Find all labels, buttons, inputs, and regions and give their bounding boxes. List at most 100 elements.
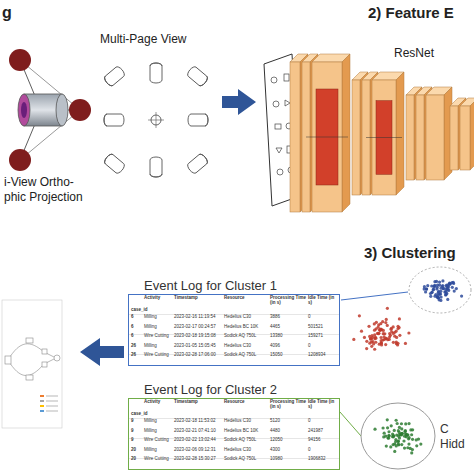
data-point: [426, 284, 429, 287]
data-point: [370, 345, 373, 348]
camera-rig: [9, 49, 31, 71]
camera-rig: [21, 102, 27, 118]
data-point: [401, 432, 404, 435]
conv-block: [366, 72, 404, 195]
data-point: [383, 332, 386, 335]
data-point: [406, 446, 409, 449]
data-point: [381, 320, 384, 323]
table-cell: case_id: [131, 308, 148, 313]
data-point: [371, 340, 374, 343]
process-map: [46, 411, 58, 412]
data-point: [386, 426, 389, 429]
data-point: [358, 314, 361, 317]
process-map: [54, 355, 60, 361]
data-point: [373, 348, 376, 351]
data-point: [438, 280, 441, 283]
table-cell: 0: [308, 419, 311, 424]
panel-caption: Multi-Page View: [100, 33, 186, 47]
camera-rig: [9, 49, 91, 171]
data-point: [452, 282, 455, 285]
data-point: [398, 317, 401, 320]
data-point: [444, 291, 447, 294]
data-point: [389, 445, 392, 448]
table-cell: 94156: [308, 438, 321, 443]
view-grid: [186, 153, 209, 175]
table-cell: 26: [131, 344, 136, 349]
data-point: [400, 443, 403, 446]
conv-block: [460, 106, 470, 170]
table-cell: 20: [131, 448, 136, 453]
data-point: [424, 290, 427, 293]
process-map: [46, 396, 58, 397]
process-map: [5, 356, 11, 364]
data-point: [423, 285, 426, 288]
input-page: [271, 77, 277, 83]
data-point: [415, 438, 418, 441]
process-map: [46, 401, 58, 402]
data-point: [377, 332, 380, 335]
table-cell: 6: [131, 315, 134, 320]
panel-caption: i-View Ortho-: [4, 176, 74, 190]
conv-block: [470, 98, 474, 170]
table-cell: 241987: [308, 429, 323, 434]
conv-block: [396, 72, 404, 195]
table-cell: 9: [131, 429, 134, 434]
table-cell: 2023-02-06 09:12:31: [174, 448, 216, 453]
input-page: [275, 124, 281, 129]
table-cell: 2023-02-28 17:06:00: [174, 353, 216, 358]
table-cell: Hedelius C30: [224, 315, 251, 320]
table-cell: 0: [308, 344, 311, 349]
conv-block: [306, 54, 350, 212]
data-point: [446, 298, 449, 301]
table-cell: Wire Cutting: [144, 334, 169, 339]
data-point: [404, 422, 407, 425]
cluster-outline: [361, 403, 435, 469]
data-point: [433, 284, 436, 287]
data-point: [368, 342, 371, 345]
data-point: [410, 451, 413, 454]
cluster-points: [352, 279, 463, 351]
table-cell: 1906832: [308, 457, 326, 462]
table-header: Timestamp: [174, 400, 223, 405]
cluster-ellipse-shape: [358, 398, 474, 474]
table-cell: 4480: [270, 429, 280, 434]
process-map: [26, 375, 33, 380]
data-point: [373, 428, 376, 431]
data-point: [439, 299, 442, 302]
process-map: [42, 362, 47, 367]
table-cell: Sodick AQ 750L: [224, 353, 256, 358]
data-point: [365, 340, 368, 343]
data-point: [386, 436, 389, 439]
input-page: [273, 101, 279, 107]
data-point: [390, 424, 393, 427]
camera-rig: [9, 149, 31, 171]
data-point: [430, 291, 433, 294]
cluster-outline: [409, 267, 471, 313]
data-point: [379, 339, 382, 342]
data-point: [398, 334, 401, 337]
table-cell: 9: [131, 438, 134, 443]
table-cell: 2023-02-21 07:41:10: [174, 429, 216, 434]
data-point: [385, 444, 388, 447]
view-grid: [103, 153, 126, 175]
data-point: [363, 336, 366, 339]
data-point: [386, 418, 389, 421]
table-cell: 13380: [270, 334, 283, 339]
data-point: [387, 430, 390, 433]
resnet-blocks: [290, 54, 474, 212]
view-grid: [103, 65, 126, 87]
data-point: [392, 435, 395, 438]
data-point: [437, 293, 440, 296]
table-cell: Sodick AQ 750L: [224, 438, 256, 443]
cluster-caption: C: [440, 422, 449, 437]
table-cell: 10980: [270, 457, 283, 462]
panel-title: 3) Clustering: [364, 244, 456, 261]
data-point: [400, 432, 403, 435]
table-cell: Hedelius C30: [224, 448, 251, 453]
network-name: ResNet: [392, 47, 436, 61]
camera-rig: [69, 99, 91, 121]
table-cell: Milling: [144, 419, 157, 424]
panel-caption: phic Projection: [4, 191, 83, 205]
view-grid: [104, 114, 124, 126]
data-point: [398, 431, 401, 434]
